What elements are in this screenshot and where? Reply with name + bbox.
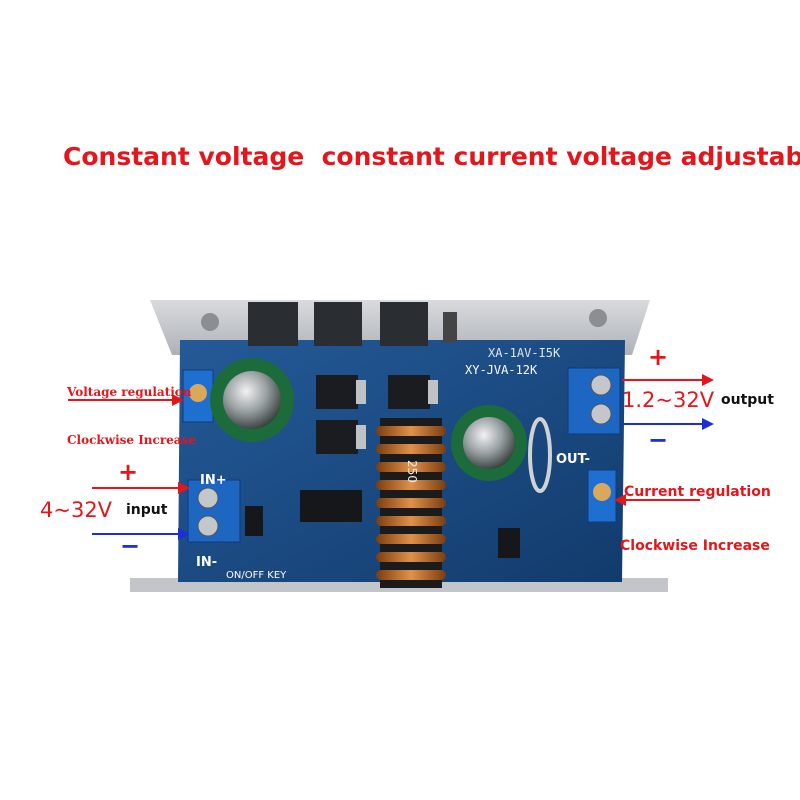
input-plus-sign: + <box>118 458 139 486</box>
label-clockwise-right: Clockwise Increase <box>620 538 770 554</box>
label-current-regulation: Current regulation <box>624 484 771 500</box>
output-minus-sign: − <box>648 426 669 454</box>
svg-text:IN-: IN- <box>196 555 217 570</box>
svg-text:IN+: IN+ <box>200 473 227 488</box>
svg-text:ON/OFF KEY: ON/OFF KEY <box>226 570 287 581</box>
svg-text:XY-JVA-12K: XY-JVA-12K <box>465 363 538 377</box>
headline-title: Constant voltage constant current voltag… <box>63 142 800 171</box>
label-input-word: input <box>126 502 168 518</box>
voltage-potentiometer <box>182 369 214 423</box>
output-plus-sign: + <box>648 343 669 371</box>
label-output-range: 1.2~32V <box>622 388 715 412</box>
label-output-word: output <box>721 392 774 408</box>
svg-text:XA-1AV-I5K: XA-1AV-I5K <box>488 346 561 360</box>
input-minus-sign: − <box>120 532 141 560</box>
label-clockwise-left: Clockwise Increase <box>67 433 196 447</box>
svg-text:OUT-: OUT- <box>556 452 590 467</box>
svg-text:250: 250 <box>405 460 419 483</box>
label-input-range: 4~32V <box>40 498 113 522</box>
inductor-coil <box>376 418 446 588</box>
label-voltage-regulation: Voltage regulation <box>67 385 192 399</box>
